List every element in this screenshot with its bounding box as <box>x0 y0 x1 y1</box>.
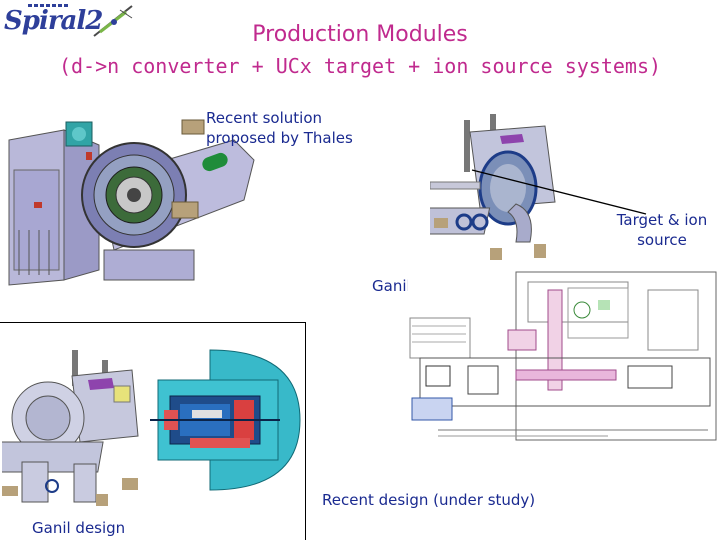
logo-underline <box>28 4 68 7</box>
spiral2-logo: Spiral2 <box>0 0 140 44</box>
target-pointer-line <box>471 169 647 215</box>
ganil-technical-drawing <box>408 270 720 442</box>
spiral2-logo-icon <box>93 5 133 37</box>
page-subtitle: (d->n converter + UCx target + ion sourc… <box>58 54 662 78</box>
logo-text: Spiral2 <box>4 6 103 36</box>
recent-design-annotation: Recent design (under study) <box>322 491 536 509</box>
recent-design-cutaway <box>150 349 301 491</box>
target-cad-drawing <box>430 114 556 260</box>
target-annotation: Target & ion source <box>616 211 708 249</box>
ganil-cad-drawing <box>2 350 139 506</box>
bottom-left-frame <box>0 322 306 540</box>
thales-annotation: Recent solution proposed by Thales <box>206 109 353 147</box>
page-title: Production Modules <box>252 22 468 47</box>
thales-cad-drawing <box>8 119 255 286</box>
ganil-bottom-annotation: Ganil design <box>32 519 126 537</box>
